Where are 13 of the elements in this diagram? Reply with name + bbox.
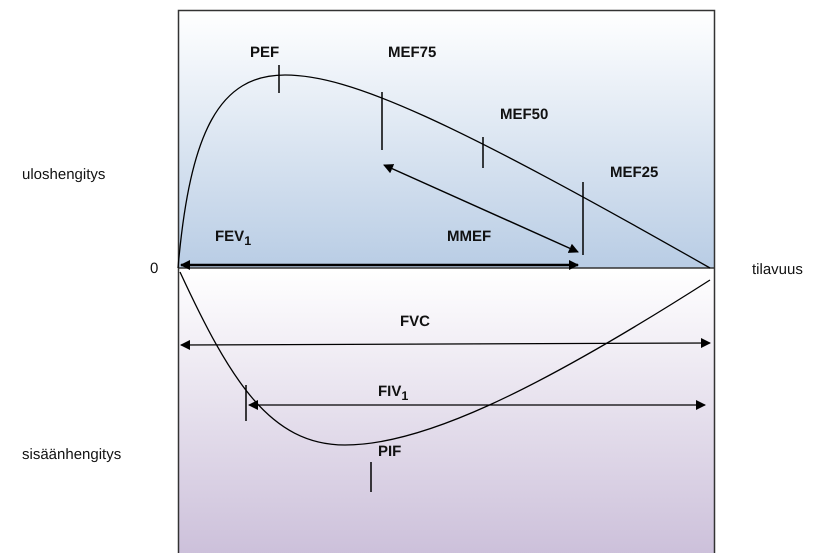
dimension-label: FVC <box>400 313 430 331</box>
dimension-label: FIV$_{1}$ <box>378 383 408 405</box>
axis-label: tilavuus <box>752 261 803 279</box>
axis-label: uloshengitys <box>22 166 106 184</box>
curve-label: PEF <box>250 44 280 62</box>
dimension-label: FEV$_{1}$ <box>215 228 252 250</box>
curve-label: MEF25 <box>610 164 658 182</box>
curve-label: MEF75 <box>388 44 436 62</box>
axis-label: 0 <box>150 260 158 278</box>
axis-label: sisäänhengitys <box>22 446 122 464</box>
curve-label: PIF <box>378 443 402 461</box>
curve-label: MEF50 <box>500 106 548 124</box>
dimension-label: MMEF <box>447 228 492 246</box>
